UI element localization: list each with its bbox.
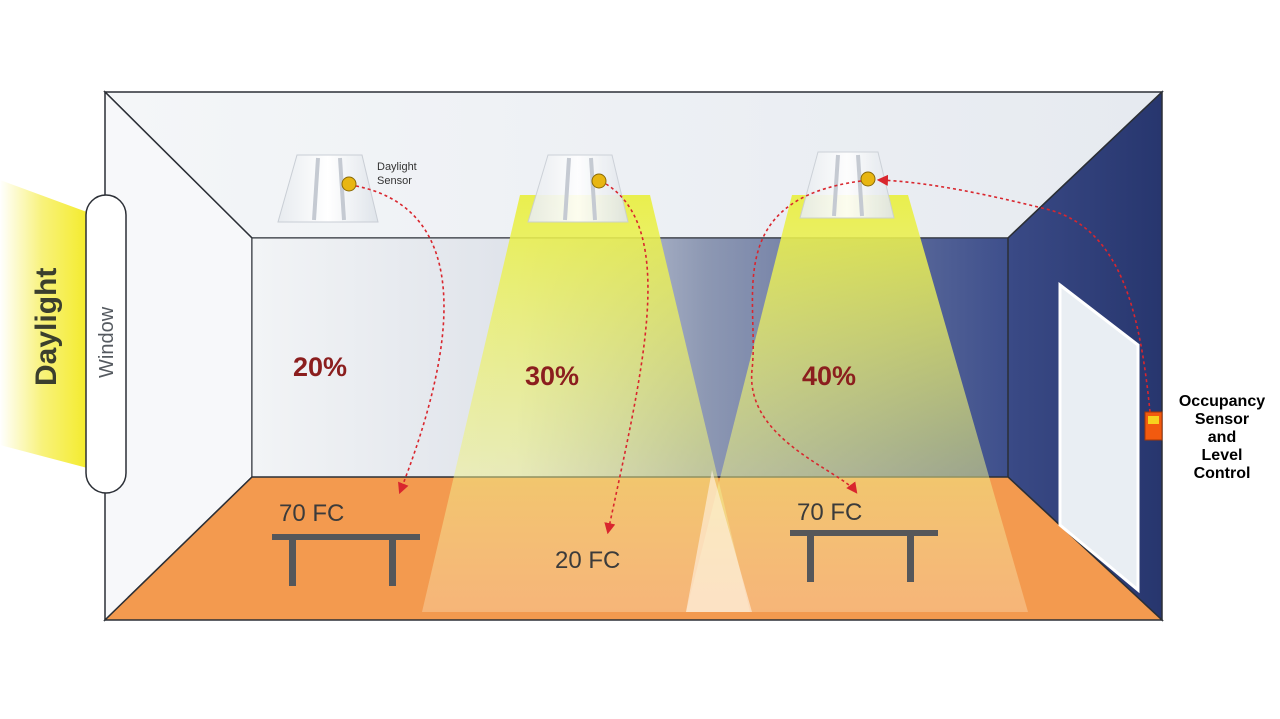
daylight-beam	[0, 180, 95, 470]
occupancy-label-line2: Sensor	[1195, 411, 1249, 428]
zone-level-middle: 30%	[525, 361, 579, 391]
daylight-sensor-icon	[860, 171, 876, 187]
desk-right	[790, 530, 938, 582]
daylight-label: Daylight	[30, 268, 63, 386]
door	[1058, 281, 1140, 594]
zone-fc-middle: 20 FC	[555, 547, 620, 574]
light-beam-right	[686, 195, 1028, 612]
light-fixture-right	[799, 151, 895, 219]
daylight-sensor-icon	[591, 173, 607, 189]
occupancy-sensor-label: Occupancy Sensor and Level Control	[1179, 393, 1265, 482]
occupancy-sensor-light	[1148, 416, 1159, 424]
zone-level-left: 20%	[293, 352, 347, 382]
zone-level-right: 40%	[802, 361, 856, 391]
zone-fc-right: 70 FC	[797, 499, 862, 526]
light-fixture-middle	[527, 154, 629, 223]
occupancy-label-line3: and	[1208, 429, 1236, 446]
zone-fc-left: 70 FC	[279, 500, 344, 527]
occupancy-label-line1: Occupancy	[1179, 393, 1265, 410]
sensor-arrow-right	[751, 180, 862, 494]
daylight-sensor-icon	[341, 176, 357, 192]
occupancy-label-line4: Level	[1202, 447, 1243, 464]
occupancy-label-line5: Control	[1194, 465, 1251, 482]
daylight-sensor-label-line2: Sensor	[377, 175, 412, 187]
beam-overlap	[686, 470, 752, 612]
light-beam-middle	[422, 195, 750, 612]
window	[85, 194, 127, 494]
desk-left	[272, 534, 420, 586]
daylight-sensor-label-line1: Daylight	[377, 161, 417, 173]
sensor-arrow-left	[355, 185, 445, 495]
light-fixture-left	[277, 154, 379, 223]
window-label: Window	[96, 306, 118, 378]
